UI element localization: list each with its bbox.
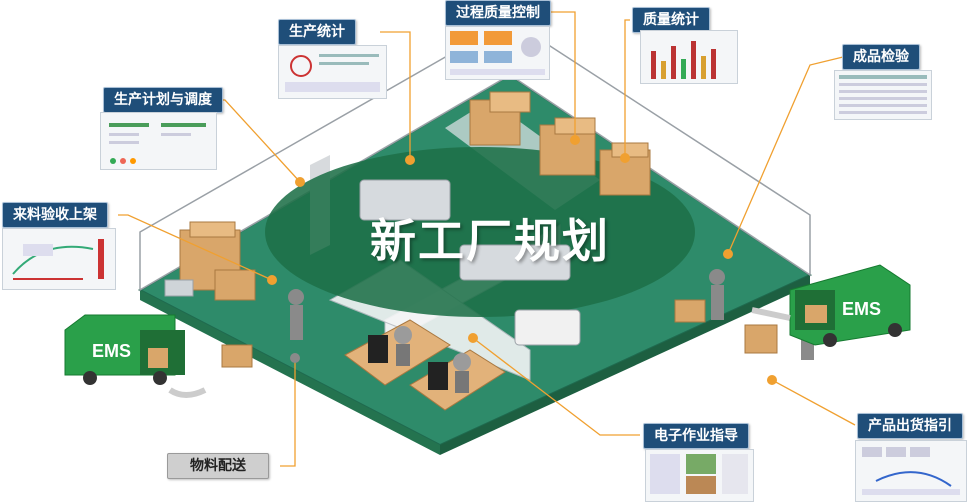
label-incoming-inspection[interactable]: 来料验收上架 xyxy=(2,202,108,228)
machines xyxy=(164,179,581,346)
box-stack-back xyxy=(469,91,651,196)
truck-right: EMS xyxy=(789,264,911,347)
thumb-production-plan xyxy=(100,112,217,170)
label-production-plan[interactable]: 生产计划与调度 xyxy=(103,87,223,113)
leader-lines xyxy=(118,11,856,467)
thumb-finished-inspection xyxy=(834,70,932,120)
truck-left: EMS xyxy=(64,314,185,385)
label-production-stats[interactable]: 生产统计 xyxy=(278,19,356,45)
thumb-quality-stats xyxy=(640,30,738,84)
thumb-electronic-sop xyxy=(645,449,754,502)
label-quality-stats[interactable]: 质量统计 xyxy=(632,7,710,33)
label-process-quality[interactable]: 过程质量控制 xyxy=(445,0,551,26)
gray-dot xyxy=(290,353,300,363)
thumb-shipping-guide xyxy=(855,440,967,502)
right-boxes xyxy=(221,299,778,368)
label-finished-inspection[interactable]: 成品检验 xyxy=(842,44,920,70)
desk-group xyxy=(344,319,506,411)
thumb-production-stats xyxy=(278,45,387,99)
arrow-in xyxy=(168,387,207,398)
leader-dots xyxy=(267,135,777,385)
truck-left-text: EMS xyxy=(92,341,131,361)
thumb-process-quality xyxy=(445,26,550,80)
arrow-out xyxy=(751,307,791,321)
label-electronic-sop[interactable]: 电子作业指导 xyxy=(643,423,749,449)
thumb-incoming-inspection xyxy=(2,228,116,290)
main-title: 新工厂规划 xyxy=(370,214,610,268)
label-shipping-guide[interactable]: 产品出货指引 xyxy=(857,413,963,439)
truck-right-text: EMS xyxy=(842,299,881,319)
label-material-delivery[interactable]: 物料配送 xyxy=(167,453,269,479)
